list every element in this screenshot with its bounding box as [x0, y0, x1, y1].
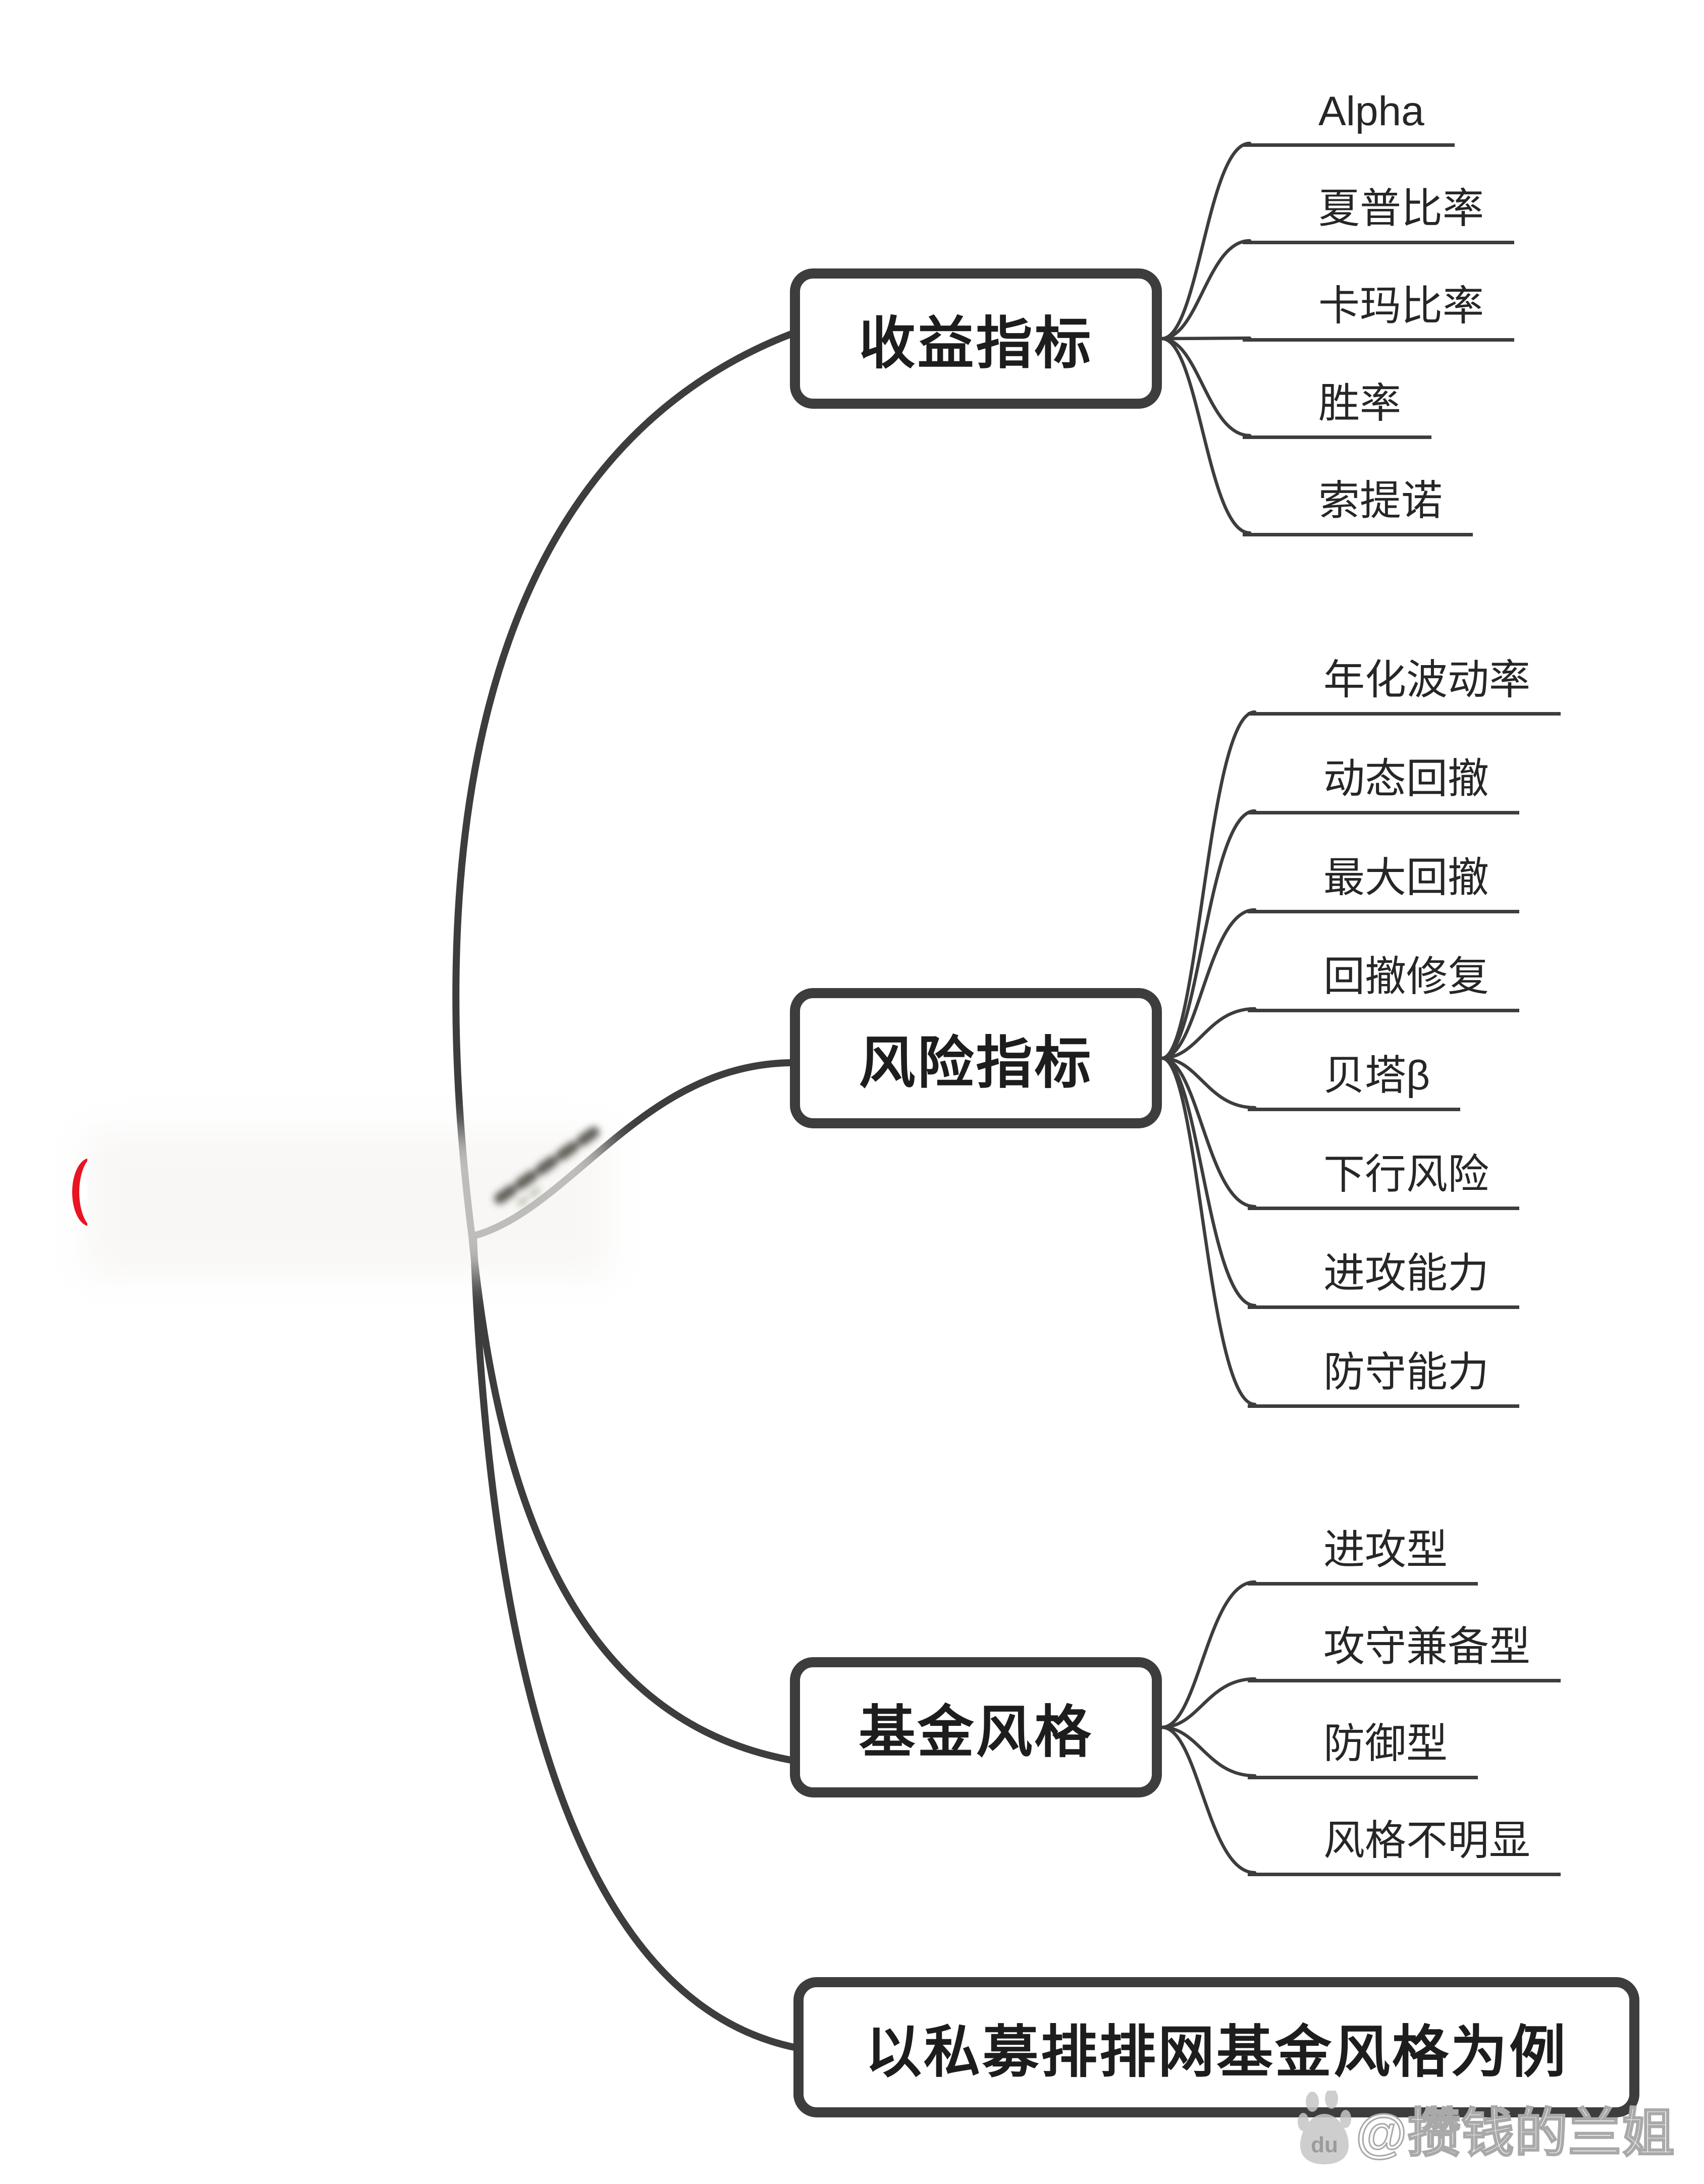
branch-curve-return-metrics [452, 331, 794, 1240]
subtopic-sharpe-ratio: 夏普比率 [1243, 188, 1515, 244]
branch-label: 基金风格 [859, 1701, 1093, 1764]
connector-downside-risk [1160, 1056, 1257, 1209]
watermark: du @攒钱的兰姐 [1297, 2090, 1675, 2166]
branch-label: 风险指标 [859, 1031, 1093, 1095]
subtopic-downside-risk: 下行风险 [1248, 1154, 1520, 1210]
branch-node-example: 以私募排排网基金风格为例 [793, 1977, 1639, 2117]
connector-beta [1160, 1056, 1257, 1110]
connector-volatility [1160, 710, 1257, 1060]
subtopic-defensive-type: 防御型 [1248, 1723, 1478, 1779]
subtopic-beta: 贝塔β [1248, 1055, 1461, 1111]
subtopic-calmar-ratio: 卡玛比率 [1243, 286, 1515, 342]
branch-label: 以私募排排网基金风格为例 [865, 2021, 1568, 2084]
connector-unclear [1160, 1725, 1257, 1875]
subtopic-annualized-volatility: 年化波动率 [1248, 660, 1561, 716]
branch-curve-example [470, 1233, 800, 2051]
connector-drawdown-recovery [1160, 1007, 1257, 1060]
subtopic-offensive-ability: 进攻能力 [1248, 1253, 1520, 1309]
subtopic-max-drawdown: 最大回撤 [1248, 857, 1520, 913]
branch-node-return-metrics: 收益指标 [790, 268, 1162, 409]
subtopic-balanced-type: 攻守兼备型 [1248, 1626, 1561, 1682]
watermark-text: @攒钱的兰姐 [1355, 2104, 1676, 2164]
subtopic-dynamic-drawdown: 动态回撤 [1248, 758, 1520, 814]
branch-curve-fund-style [468, 1233, 794, 1764]
subtopic-drawdown-recovery: 回撤修复 [1248, 956, 1520, 1012]
connector-defensive [1160, 1725, 1257, 1778]
baidu-paw-icon: du [1298, 2090, 1351, 2164]
subtopic-sortino: 索提诺 [1243, 480, 1473, 536]
connector-dynamic-drawdown [1160, 809, 1257, 1060]
connector-offense [1160, 1056, 1257, 1307]
subtopic-unclear-style: 风格不明显 [1248, 1820, 1561, 1876]
subtopic-alpha: Alpha [1243, 91, 1455, 147]
connector-alpha [1160, 141, 1252, 341]
subtopic-win-rate: 胜率 [1243, 383, 1432, 439]
erased-scribble [485, 1105, 626, 1216]
red-crescent-mark [72, 1158, 87, 1226]
connector-sharpe [1160, 239, 1252, 341]
connector-win-rate [1160, 337, 1252, 438]
branch-node-risk-metrics: 风险指标 [790, 988, 1162, 1128]
subtopic-aggressive-type: 进攻型 [1248, 1530, 1478, 1586]
connector-defense [1160, 1056, 1257, 1406]
connector-aggressive [1160, 1580, 1257, 1729]
branch-node-fund-style: 基金风格 [790, 1657, 1162, 1797]
connector-calmar [1160, 336, 1252, 341]
branch-label: 收益指标 [859, 312, 1093, 375]
connector-sortino [1160, 337, 1252, 535]
subtopic-defensive-ability: 防守能力 [1248, 1352, 1520, 1408]
connector-balanced [1160, 1677, 1257, 1729]
paw-du-text: du [1311, 2133, 1338, 2157]
connector-max-drawdown [1160, 908, 1257, 1060]
